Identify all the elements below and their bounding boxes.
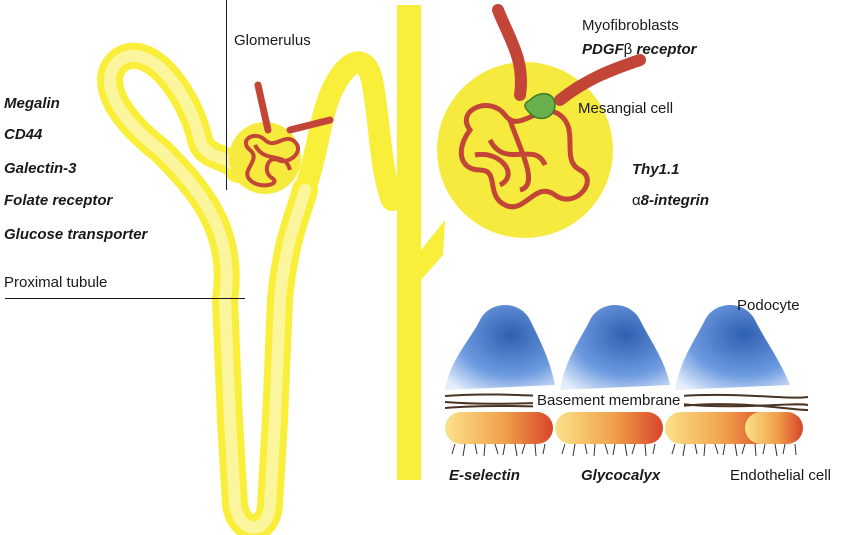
podocytes: [445, 305, 790, 390]
marker-cd44: CD44: [4, 126, 43, 143]
collecting-duct: [397, 5, 421, 480]
glycocalyx-label: Glycocalyx: [581, 467, 661, 484]
marker-glucose-transporter: Glucose transporter: [4, 226, 148, 243]
pdgf-prefix: PDGF: [582, 41, 624, 58]
glomerulus-label: Glomerulus: [234, 32, 311, 49]
proximal-tubule-label: Proximal tubule: [4, 274, 108, 291]
marker-galectin-3: Galectin-3: [4, 160, 77, 177]
pdgf-beta: β: [623, 41, 633, 58]
e-selectin-label: E-selectin: [449, 467, 520, 484]
pdgf-receptor-label: PDGFβ receptor: [582, 42, 697, 57]
pdgf-suffix: receptor: [632, 41, 697, 58]
glycocalyx-strands: [451, 443, 797, 457]
proximal-tubule-rule: [5, 298, 245, 299]
marker-folate-receptor: Folate receptor: [4, 192, 113, 209]
alpha-symbol: α: [632, 192, 641, 209]
podocyte-label: Podocyte: [737, 297, 800, 314]
marker-megalin: Megalin: [4, 95, 60, 112]
glomerulus-small: [229, 81, 334, 194]
glomerulus-large: [437, 4, 646, 238]
integrin-text: 8-integrin: [640, 192, 710, 209]
thy11-label: Thy1.1: [632, 161, 680, 178]
nephron-tubule: [97, 5, 445, 535]
alpha8-integrin-label: α8-integrin: [632, 193, 709, 208]
endothelial-cells: [445, 412, 803, 444]
mesangial-cell-shape: [524, 93, 556, 120]
myofibroblasts-label: Myofibroblasts: [582, 17, 679, 34]
basement-membrane-label: Basement membrane: [533, 392, 685, 409]
mesangial-cell-label: Mesangial cell: [578, 100, 674, 117]
glomerulus-rule: [226, 0, 227, 190]
endothelial-cell-label: Endothelial cell: [730, 467, 831, 484]
